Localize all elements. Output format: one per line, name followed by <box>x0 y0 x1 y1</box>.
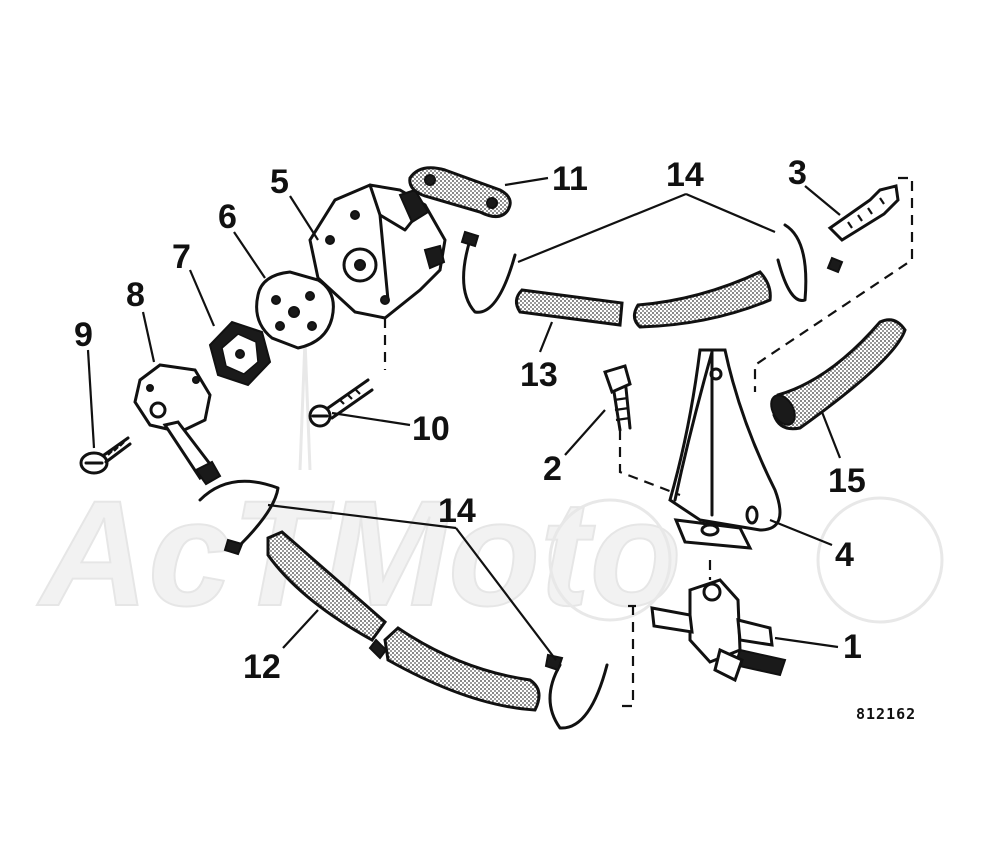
part-fuel-pump-body <box>308 183 447 320</box>
part-fuel-hose-large <box>770 318 907 431</box>
callout-5: 5 <box>270 163 289 201</box>
callout-12: 12 <box>243 648 281 686</box>
leader-lines <box>86 176 842 661</box>
part-hose-clamps-upper <box>460 223 844 314</box>
part-shutoff-valve <box>650 578 787 683</box>
part-cover-screw <box>79 436 132 475</box>
callout-14-upper: 14 <box>666 156 704 194</box>
assembly-lines <box>383 176 914 708</box>
callout-15: 15 <box>828 462 866 500</box>
part-diaphragm <box>255 270 335 350</box>
figure-number: 812162 <box>856 705 916 723</box>
watermark-text: AcTMoto <box>36 469 682 637</box>
callout-13: 13 <box>520 356 558 394</box>
part-mounting-screw <box>308 378 374 428</box>
callout-11: 11 <box>552 160 588 198</box>
callout-4: 4 <box>835 536 854 574</box>
callout-labels: 1 2 3 4 5 6 7 8 9 10 11 12 13 14 14 15 <box>74 154 866 686</box>
callout-2: 2 <box>543 450 562 488</box>
callout-9: 9 <box>74 316 93 354</box>
part-pump-cover <box>133 363 222 486</box>
callout-8: 8 <box>126 276 145 314</box>
part-mounting-bracket <box>668 348 782 550</box>
callout-6: 6 <box>218 198 237 236</box>
part-gasket-top <box>408 166 512 218</box>
part-filter-hose-lower <box>266 530 541 712</box>
callout-3: 3 <box>788 154 807 192</box>
part-filter-hose-upper <box>515 270 772 329</box>
part-hose-clamps-lower <box>198 479 609 730</box>
part-fuel-fitting <box>827 184 900 242</box>
callout-7: 7 <box>172 238 191 276</box>
callout-1: 1 <box>843 628 862 666</box>
callout-10: 10 <box>412 410 450 448</box>
callout-14-lower: 14 <box>438 492 476 530</box>
watermark: AcTMoto <box>35 339 944 638</box>
part-cover-gasket <box>208 320 272 387</box>
part-bracket-bolt <box>603 364 632 432</box>
